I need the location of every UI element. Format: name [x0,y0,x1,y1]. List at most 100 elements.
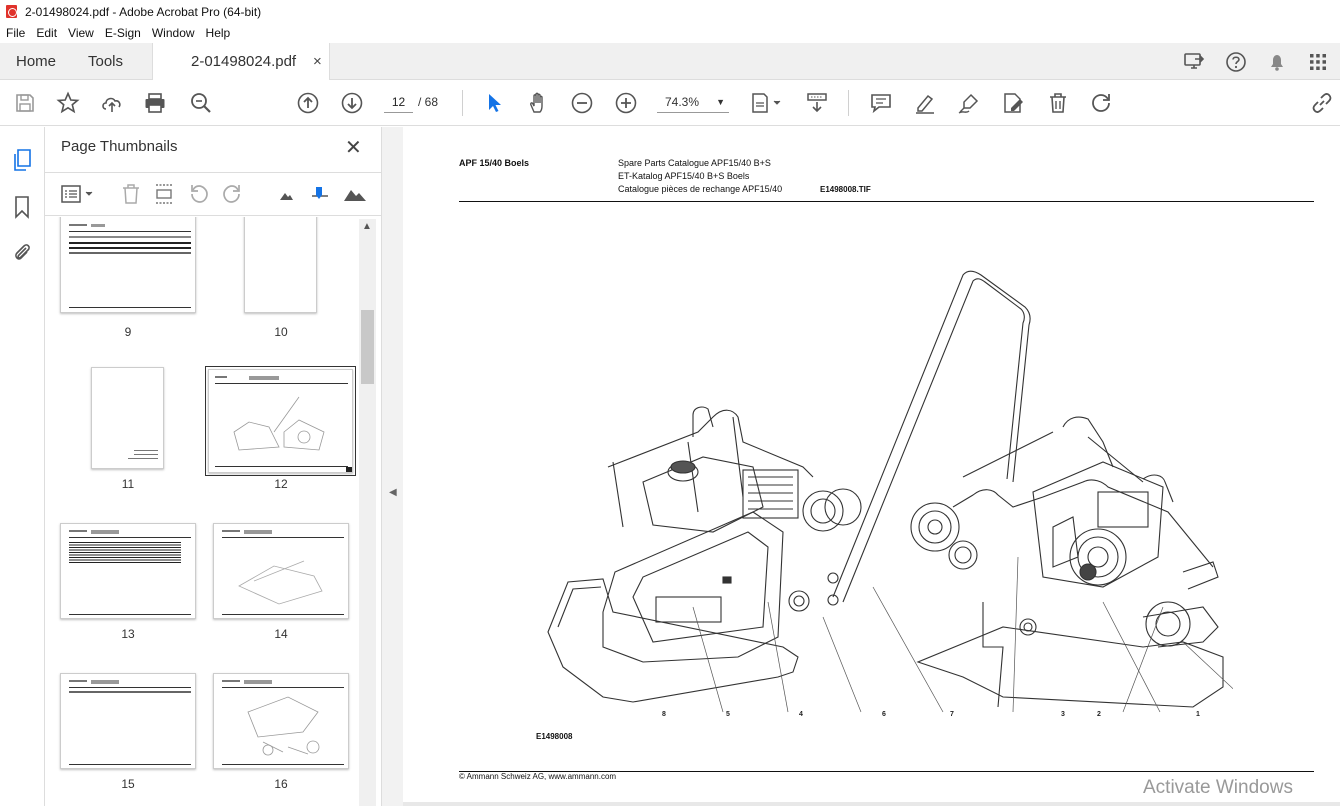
thumbnail-label: 14 [274,627,288,641]
callout-4: 4 [799,711,803,718]
thumbnail-page-13[interactable] [60,523,196,619]
apps-grid-icon[interactable] [1307,51,1329,73]
compactor-exploded-drawing [547,270,1233,713]
file-reference: E1498008.TIF [820,185,871,194]
tab-close-button[interactable]: × [313,53,322,70]
thumbnail-page-15[interactable] [60,673,196,769]
catalogue-model: APF 15/40 Boels [459,158,530,168]
insert-page-icon[interactable] [153,183,175,205]
comment-icon[interactable] [869,91,893,115]
thumbnail-size-slider-icon[interactable] [309,183,331,205]
thumbnail-page-11[interactable] [91,367,164,469]
tab-home[interactable]: Home [16,53,57,70]
draw-pen-icon[interactable] [957,91,981,115]
thumbnail-label: 13 [121,627,135,641]
page-total-label: / 68 [418,95,439,109]
link-share-icon[interactable] [1310,91,1334,115]
scroll-up-icon[interactable]: ▲ [362,221,372,232]
thumbnail-label: 12 [274,477,288,491]
delete-page-icon[interactable] [120,183,142,205]
callout-2: 2 [1097,711,1101,718]
callout-1: 1 [1196,711,1200,718]
print-icon[interactable] [143,91,167,115]
zoom-level-select[interactable]: 74.3% ▼ [657,91,729,113]
menu-window[interactable]: Window [151,26,195,40]
bookmark-icon[interactable] [11,195,33,219]
menu-edit[interactable]: Edit [36,26,58,40]
share-screen-icon[interactable] [1183,51,1205,73]
toolbar-separator [848,90,849,116]
zoom-out-icon[interactable] [570,91,594,115]
callout-3: 3 [1061,711,1065,718]
catalogue-title-de: ET-Katalog APF15/40 B+S Boels [618,171,750,181]
tab-document-label: 2-01498024.pdf [191,53,297,70]
catalogue-title-fr: Catalogue pièces de rechange APF15/40 [618,184,783,194]
panel-collapse-handle[interactable]: ◀ [381,127,403,806]
thumbnail-page-16[interactable] [213,673,349,769]
thumbnail-label: 16 [274,777,288,791]
scroll-mode-icon[interactable] [805,91,829,115]
tab-tools[interactable]: Tools [88,53,124,70]
panel-close-button[interactable]: ✕ [345,137,362,159]
toolbar-separator [462,90,463,116]
menu-view[interactable]: View [68,26,94,40]
panel-title: Page Thumbnails [61,138,178,155]
thumbnail-label: 15 [121,777,135,791]
figure-id: E1498008 [536,732,573,741]
zoom-search-icon[interactable] [189,91,213,115]
select-cursor-icon[interactable] [483,91,507,115]
thumbnail-page-9[interactable] [60,217,196,313]
window-title: 2-01498024.pdf - Adobe Acrobat Pro (64-b… [25,4,262,19]
pdf-file-icon [6,5,17,18]
page-thumbnails-panel: Page Thumbnails ✕ [45,127,381,806]
menu-file[interactable]: File [6,26,26,40]
hand-pan-icon[interactable] [526,91,550,115]
save-icon[interactable] [13,91,37,115]
thumbnail-scrollbar[interactable]: ▲ [359,219,376,806]
rotate-counterclockwise-icon[interactable] [188,183,210,205]
zoom-in-icon[interactable] [614,91,638,115]
attachment-paperclip-icon[interactable] [11,240,33,264]
rotate-clockwise-icon[interactable] [221,183,243,205]
title-bar: 2-01498024.pdf - Adobe Acrobat Pro (64-b… [0,0,1340,23]
callout-8: 8 [662,711,666,718]
rotate-icon[interactable] [1090,91,1114,115]
thumbnail-label: 10 [274,325,288,339]
copyright-footer: © Ammann Schweiz AG, www.ammann.com [459,772,617,781]
zoom-level-value: 74.3% [665,95,700,109]
cloud-upload-icon[interactable] [100,91,124,115]
left-navigation-rail [0,127,45,806]
thumbnail-label: 11 [121,477,135,491]
page-fit-icon[interactable] [750,91,784,115]
menu-bar: File Edit View E-Sign Window Help [0,23,1340,43]
options-menu-icon[interactable] [60,183,96,205]
callout-6: 6 [882,711,886,718]
thumbnail-page-12[interactable] [205,366,356,476]
menu-help[interactable]: Help [205,26,231,40]
document-viewport[interactable]: APF 15/40 Boels Spare Parts Catalogue AP… [403,127,1340,806]
edit-pdf-icon[interactable] [1001,91,1025,115]
activate-windows-watermark: Activate Windows [1143,777,1293,798]
menu-esign[interactable]: E-Sign [104,26,141,40]
thumbnail-page-14[interactable] [213,523,349,619]
notifications-bell-icon[interactable] [1266,51,1288,73]
highlight-pen-icon[interactable] [913,91,937,115]
page-thumbnails-icon[interactable] [11,148,33,172]
help-icon[interactable] [1225,51,1247,73]
thumbnail-page-10[interactable] [244,217,317,313]
previous-page-icon[interactable] [296,91,320,115]
callout-5: 5 [726,711,730,718]
footer-rule [459,771,1314,772]
tab-bar: Home Tools 2-01498024.pdf × [0,43,1340,81]
next-page-icon[interactable] [340,91,364,115]
header-rule [459,201,1314,202]
page-number-input[interactable]: 12 [384,91,413,113]
scrollbar-thumb[interactable] [361,310,374,384]
delete-trash-icon[interactable] [1046,91,1070,115]
thumbnail-large-icon[interactable] [342,183,368,205]
star-bookmark-icon[interactable] [56,91,80,115]
tab-document[interactable]: 2-01498024.pdf × [152,43,330,81]
main-toolbar [0,80,1340,126]
chevron-left-icon: ◀ [389,487,397,498]
thumbnail-small-icon[interactable] [275,183,297,205]
